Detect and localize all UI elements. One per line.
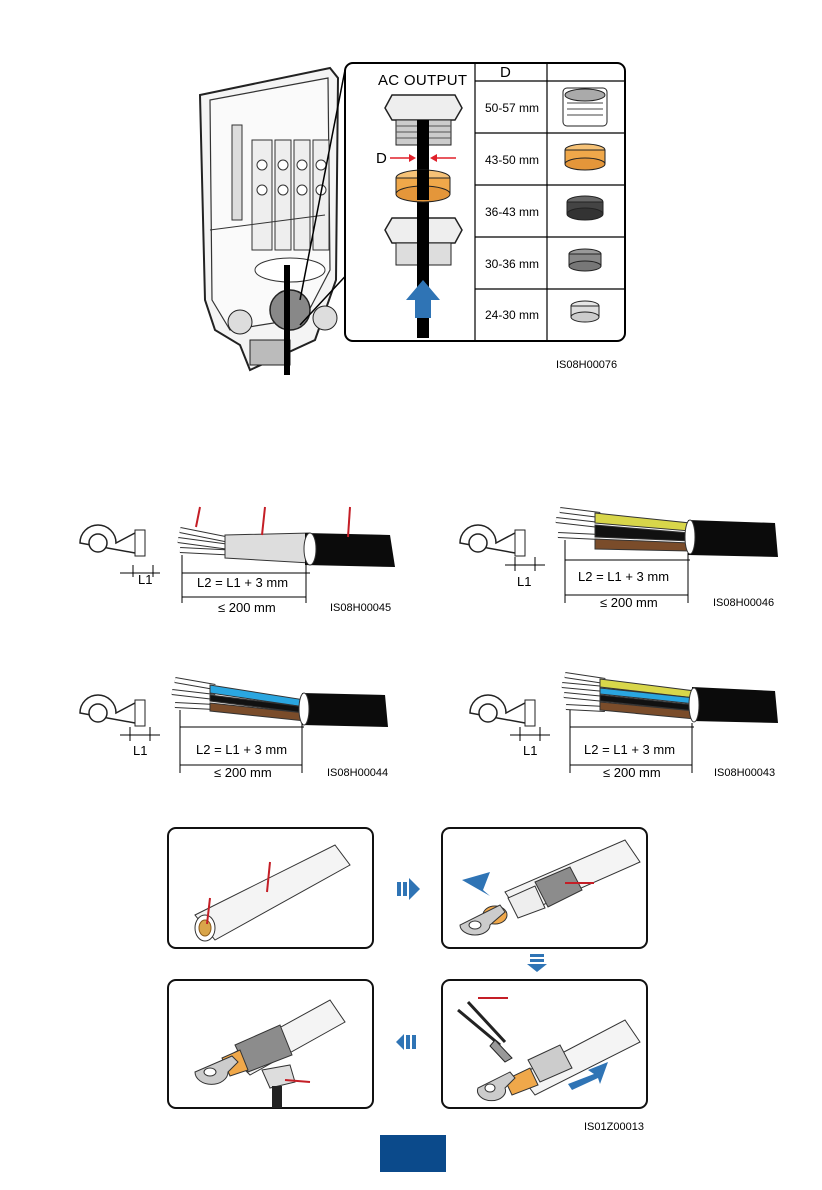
l2-label-1: L2 = L1 + 3 mm bbox=[197, 575, 288, 590]
figure-id-top: IS08H00076 bbox=[556, 359, 617, 371]
l2-label-3: L2 = L1 + 3 mm bbox=[196, 742, 287, 757]
figure-id-3: IS08H00044 bbox=[327, 767, 388, 779]
cable-figure-2 bbox=[460, 510, 778, 603]
l1-label-3: L1 bbox=[133, 743, 147, 758]
l1-label-2: L1 bbox=[517, 574, 531, 589]
diameter-marker: D bbox=[376, 150, 387, 167]
crimp-steps-figure bbox=[0, 820, 822, 1120]
range-row-2: 43-50 mm bbox=[485, 153, 539, 167]
l1-label-1: L1 bbox=[138, 572, 152, 587]
maxlen-label-2: ≤ 200 mm bbox=[600, 595, 658, 610]
figure-id-1: IS08H00045 bbox=[330, 602, 391, 614]
maxlen-label-1: ≤ 200 mm bbox=[218, 600, 276, 615]
cable-strip-figures bbox=[0, 495, 822, 815]
maxlen-label-3: ≤ 200 mm bbox=[214, 765, 272, 780]
panel-title: AC OUTPUT bbox=[378, 72, 467, 89]
column-header: D bbox=[500, 64, 511, 81]
maxlen-label-4: ≤ 200 mm bbox=[603, 765, 661, 780]
cable-figure-4 bbox=[470, 675, 778, 773]
range-row-5: 24-30 mm bbox=[485, 308, 539, 322]
figure-id-4: IS08H00043 bbox=[714, 767, 775, 779]
page-number-tab bbox=[380, 1135, 446, 1172]
range-row-3: 36-43 mm bbox=[485, 205, 539, 219]
cable-figure-3 bbox=[80, 680, 388, 773]
l1-label-4: L1 bbox=[523, 743, 537, 758]
l2-label-4: L2 = L1 + 3 mm bbox=[584, 742, 675, 757]
range-row-4: 30-36 mm bbox=[485, 257, 539, 271]
figure-id-crimp: IS01Z00013 bbox=[584, 1121, 644, 1133]
range-row-1: 50-57 mm bbox=[485, 101, 539, 115]
l2-label-2: L2 = L1 + 3 mm bbox=[578, 569, 669, 584]
inverter-drawing bbox=[0, 0, 822, 400]
figure-id-2: IS08H00046 bbox=[713, 597, 774, 609]
